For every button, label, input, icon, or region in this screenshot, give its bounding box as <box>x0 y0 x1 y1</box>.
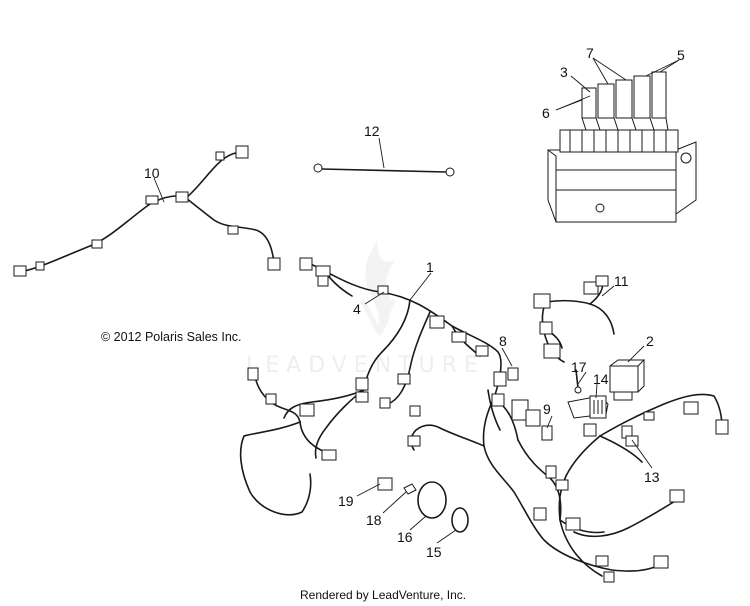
callout-18: 18 <box>366 512 382 528</box>
callout-6: 6 <box>542 105 550 121</box>
grommet-part-16 <box>417 481 447 519</box>
watermark-text: LEADVENTURE <box>246 353 485 378</box>
harness-part-10 <box>13 145 281 277</box>
callouts: 1 2 3 4 5 6 7 8 9 10 11 12 13 14 15 16 1… <box>144 45 685 560</box>
callout-7: 7 <box>586 45 594 61</box>
main-harness-part-1 <box>239 257 729 583</box>
callout-11: 11 <box>614 273 629 289</box>
bracket-part-14 <box>567 395 609 419</box>
module-part-2 <box>609 359 646 401</box>
sub-harness-part-11 <box>533 275 615 363</box>
callout-8: 8 <box>499 333 507 349</box>
callout-2: 2 <box>646 333 654 349</box>
callout-5: 5 <box>677 47 685 63</box>
rendered-by-footer: Rendered by LeadVenture, Inc. <box>300 588 467 602</box>
callout-14: 14 <box>593 371 609 387</box>
callout-12: 12 <box>364 123 380 139</box>
connector-part-13 <box>621 425 639 447</box>
callout-17: 17 <box>571 359 587 375</box>
fuse-relay-box <box>547 71 697 223</box>
ground-strap-part-12 <box>313 163 455 177</box>
callout-15: 15 <box>426 544 442 560</box>
callout-3: 3 <box>560 64 568 80</box>
bolt-part-17 <box>574 369 582 394</box>
callout-4: 4 <box>353 301 361 317</box>
callout-1: 1 <box>426 259 434 275</box>
clip-part-18 <box>403 483 417 495</box>
callout-9: 9 <box>543 401 551 417</box>
leader-lines <box>153 57 680 544</box>
callout-13: 13 <box>644 469 660 485</box>
copyright-notice: © 2012 Polaris Sales Inc. <box>101 330 242 344</box>
clip-part-9 <box>541 425 553 441</box>
clip-part-19 <box>377 477 393 491</box>
connector-part-8 <box>507 367 519 381</box>
callout-16: 16 <box>397 529 413 545</box>
ring-part-15 <box>451 507 469 533</box>
callout-10: 10 <box>144 165 160 181</box>
callout-19: 19 <box>338 493 354 509</box>
watermark-logo: LEADVENTURE <box>246 240 485 378</box>
